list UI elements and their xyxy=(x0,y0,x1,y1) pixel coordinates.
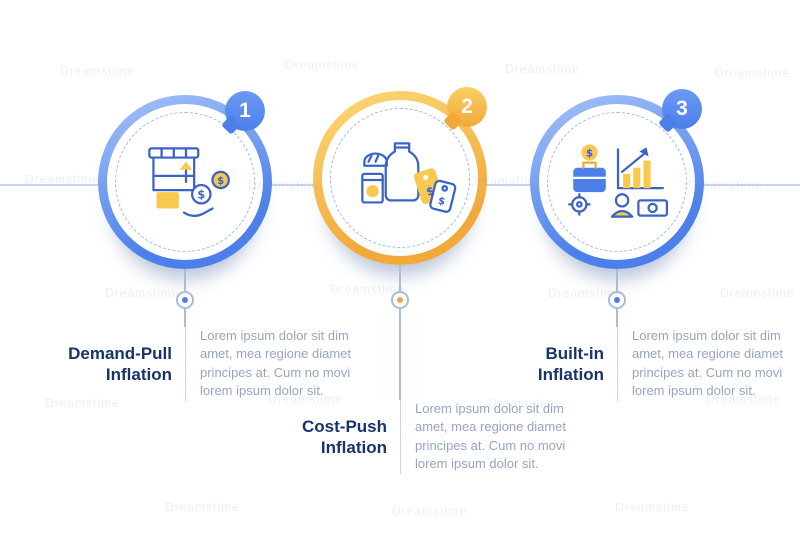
connector-line xyxy=(616,269,618,293)
step-title: Cost-Push Inflation xyxy=(250,416,400,459)
watermark-text: Dreamstime xyxy=(615,500,690,514)
groceries-price-tags-icon: $ $ xyxy=(361,142,457,213)
watermark-text: Dreamstime xyxy=(392,504,467,518)
step-text-3: Built-in Inflation Lorem ipsum dolor sit… xyxy=(467,327,790,401)
watermark-text: Dreamstime xyxy=(720,286,795,300)
step-body: Lorem ipsum dolor sit dim amet, mea regi… xyxy=(632,328,784,399)
step-circle-3-inner: $ xyxy=(539,104,695,260)
step-title-line1: Demand-Pull xyxy=(68,343,172,363)
step-circle-3: $ xyxy=(530,95,704,269)
step-title: Demand-Pull Inflation xyxy=(35,343,185,386)
dollar-glyph: $ xyxy=(425,184,437,199)
dashed-ring: $ $ xyxy=(330,108,470,248)
dashed-ring: $ xyxy=(547,112,687,252)
step-circle-1-inner: $ $ xyxy=(107,104,263,260)
watermark-text: Dreamstime xyxy=(165,500,240,514)
connector-line xyxy=(616,308,618,327)
watermark-text: Dreamstime xyxy=(60,64,135,78)
storefront-hand-coins-icon: $ $ xyxy=(148,147,230,217)
step-title-line1: Built-in xyxy=(545,343,604,363)
step-title-line1: Cost-Push xyxy=(302,416,387,436)
step-number: 3 xyxy=(676,97,688,120)
watermark-text: Dreamstime xyxy=(715,66,790,80)
step-title-line2: Inflation xyxy=(537,364,604,384)
step-marker-3 xyxy=(608,291,626,309)
marker-dot xyxy=(182,297,188,303)
step-title: Built-in Inflation xyxy=(467,343,617,386)
step-text-2: Cost-Push Inflation Lorem ipsum dolor si… xyxy=(250,400,573,474)
title-body-divider xyxy=(617,327,618,401)
connector-line xyxy=(399,265,401,293)
step-circle-2: $ $ xyxy=(313,91,487,265)
title-body-divider xyxy=(185,327,186,401)
dollar-glyph: $ xyxy=(437,196,447,208)
step-number-badge-1: 1 xyxy=(221,91,265,135)
watermark-text: Dreamstime xyxy=(285,58,360,72)
dollar-glyph: $ xyxy=(197,188,205,201)
step-body: Lorem ipsum dolor sit dim amet, mea regi… xyxy=(415,401,567,472)
briefcase-chart-money-icon: $ xyxy=(568,144,669,218)
step-body: Lorem ipsum dolor sit dim amet, mea regi… xyxy=(200,328,352,399)
step-title-line2: Inflation xyxy=(320,437,387,457)
step-marker-1 xyxy=(176,291,194,309)
step-number-badge-2: 2 xyxy=(443,87,487,131)
title-body-divider xyxy=(400,400,401,474)
marker-dot xyxy=(614,297,620,303)
connector-line xyxy=(184,308,186,327)
dashed-ring: $ $ xyxy=(115,112,255,252)
step-marker-2 xyxy=(391,291,409,309)
watermark-text: Dreamstime xyxy=(505,62,580,76)
step-title-line2: Inflation xyxy=(105,364,172,384)
step-number-badge-3: 3 xyxy=(658,89,702,133)
watermark-text: Dreamstime xyxy=(105,286,180,300)
dollar-glyph: $ xyxy=(217,176,224,187)
step-circle-1: $ $ xyxy=(98,95,272,269)
connector-line xyxy=(399,308,401,400)
step-number: 1 xyxy=(239,99,251,122)
step-number: 2 xyxy=(461,95,473,118)
marker-dot xyxy=(397,297,403,303)
step-text-1: Demand-Pull Inflation Lorem ipsum dolor … xyxy=(35,327,358,401)
dollar-glyph: $ xyxy=(586,149,593,160)
connector-line xyxy=(184,269,186,293)
